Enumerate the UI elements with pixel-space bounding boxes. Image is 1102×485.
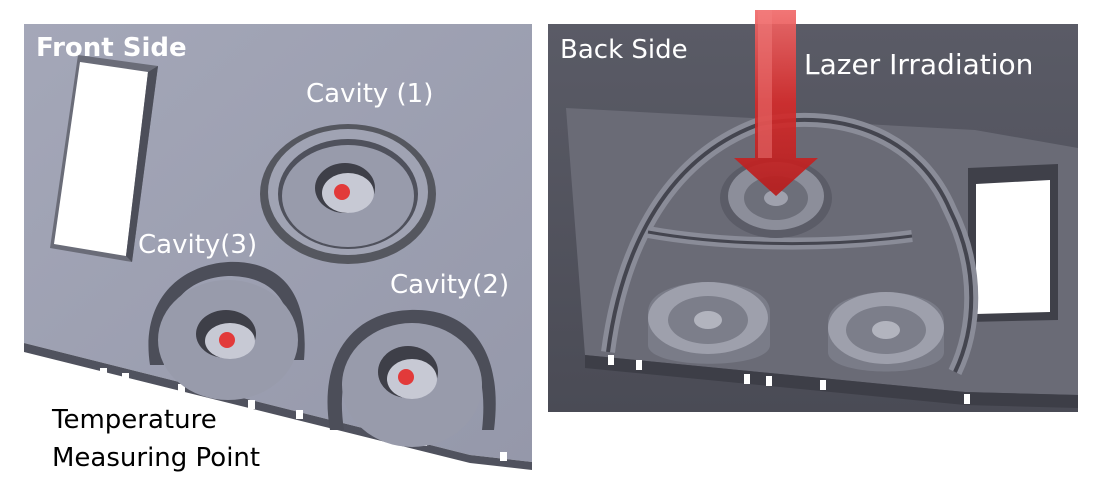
cavity-2 [327, 309, 496, 447]
back-plate-edge [585, 355, 1078, 408]
back-side-title: Back Side [560, 35, 688, 65]
measuring-label-line-1: Temperature [51, 405, 217, 435]
front-window [50, 55, 158, 262]
front-side-title: Front Side [36, 33, 187, 63]
back-side-panel: Back Side Lazer Irradiation [548, 10, 1078, 412]
measuring-label-line-2: Measuring Point [52, 443, 260, 473]
back-boss-left [648, 282, 770, 364]
back-edge-notches [608, 355, 970, 404]
measuring-point-3 [219, 332, 235, 348]
front-plate-edge [24, 343, 532, 470]
back-window [968, 164, 1058, 322]
back-boss-right [828, 292, 944, 372]
front-side-panel: Front Side Cavity (1) Cavity(2) Cavity(3… [24, 24, 532, 473]
cavity-1 [260, 124, 436, 264]
cavity-1-label: Cavity (1) [306, 79, 433, 109]
measuring-point-1 [334, 184, 350, 200]
cavity-3-label: Cavity(3) [138, 230, 257, 260]
cavity-2-label: Cavity(2) [390, 270, 509, 300]
laser-arrow [734, 10, 818, 196]
cavity-3 [148, 261, 305, 400]
laser-irradiation-label: Lazer Irradiation [804, 48, 1033, 81]
back-rib-frame [601, 112, 979, 376]
measuring-point-2 [398, 369, 414, 385]
